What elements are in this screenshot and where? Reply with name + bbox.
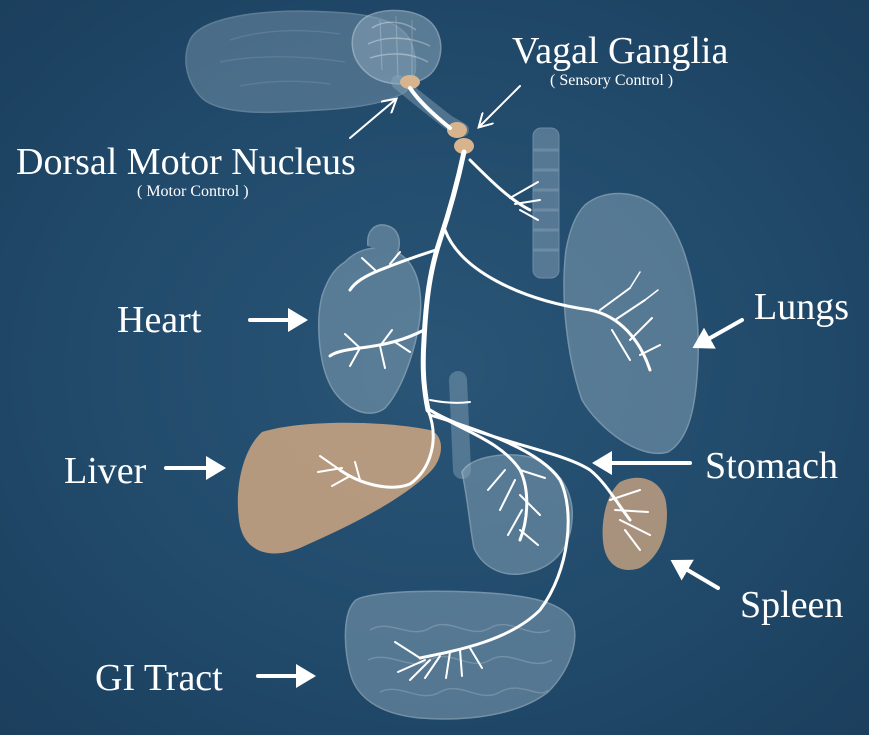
- lung: [564, 194, 698, 454]
- gi-tract-label: GI Tract: [95, 659, 223, 697]
- lungs-label: Lungs: [754, 288, 849, 326]
- liver-label: Liver: [64, 452, 146, 490]
- brainstem: [398, 82, 462, 130]
- spleen-label: Spleen: [740, 586, 843, 624]
- dorsal-motor-nucleus-label: Dorsal Motor Nucleus: [16, 143, 356, 181]
- trachea: [533, 128, 559, 278]
- heart-label: Heart: [117, 301, 201, 339]
- dorsal-motor-nucleus-sublabel: ( Motor Control ): [137, 184, 249, 200]
- stomach-label: Stomach: [705, 447, 838, 485]
- vagal-ganglia-sublabel: ( Sensory Control ): [550, 73, 673, 89]
- vagal-ganglia-arrow: [480, 86, 520, 126]
- liver: [238, 423, 441, 554]
- lungs-arrow: [696, 320, 742, 346]
- spleen-arrow: [674, 562, 718, 588]
- vagal-ganglia-label: Vagal Ganglia: [512, 32, 728, 70]
- heart-organ: [319, 225, 421, 413]
